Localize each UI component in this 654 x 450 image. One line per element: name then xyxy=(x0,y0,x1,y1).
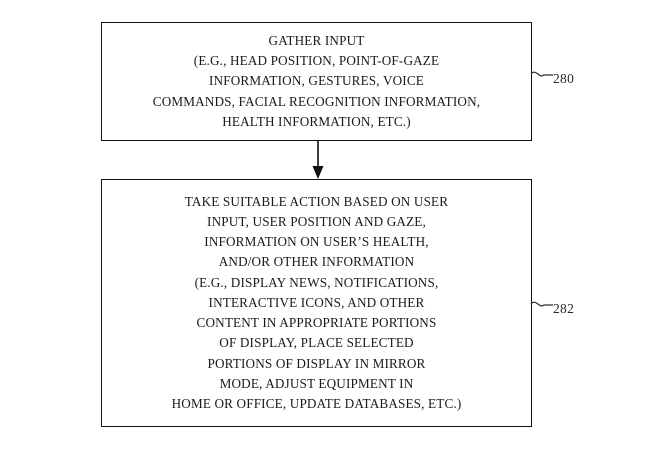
box-text-line: PORTIONS OF DISPLAY IN MIRROR xyxy=(207,355,426,371)
box-text-line: TAKE SUITABLE ACTION BASED ON USER xyxy=(184,193,449,209)
box-text-line: HOME OR OFFICE, UPDATE DATABASES, ETC.) xyxy=(171,395,462,411)
leader-line-282 xyxy=(530,301,553,307)
box-text-line: INTERACTIVE ICONS, AND OTHER xyxy=(208,294,425,310)
box-text-line: HEALTH INFORMATION, ETC.) xyxy=(222,113,411,129)
box-text-line: INFORMATION ON USER’S HEALTH, xyxy=(204,234,429,250)
box-text-line: GATHER INPUT xyxy=(268,32,365,48)
box-text-line: COMMANDS, FACIAL RECOGNITION INFORMATION… xyxy=(152,93,481,109)
box-text-line: (E.G., HEAD POSITION, POINT-OF-GAZE xyxy=(193,53,440,69)
process-box-take-action: TAKE SUITABLE ACTION BASED ON USER INPUT… xyxy=(101,179,532,427)
box-text-line: OF DISPLAY, PLACE SELECTED xyxy=(219,335,414,351)
box-text-line: INPUT, USER POSITION AND GAZE, xyxy=(207,214,426,230)
leader-line-280 xyxy=(530,71,553,77)
process-box-gather-input: GATHER INPUT (E.G., HEAD POSITION, POINT… xyxy=(101,22,532,141)
box-text-line: MODE, ADJUST EQUIPMENT IN xyxy=(219,375,414,391)
box-text-line: AND/OR OTHER INFORMATION xyxy=(218,254,415,270)
box-text-line: (E.G., DISPLAY NEWS, NOTIFICATIONS, xyxy=(194,274,439,290)
reference-number-280: 280 xyxy=(553,71,575,86)
box-text-line: INFORMATION, GESTURES, VOICE xyxy=(209,73,424,89)
reference-number-282: 282 xyxy=(553,301,575,316)
arrow-gather-to-action xyxy=(312,140,324,179)
box-text-line: CONTENT IN APPROPRIATE PORTIONS xyxy=(196,315,437,331)
